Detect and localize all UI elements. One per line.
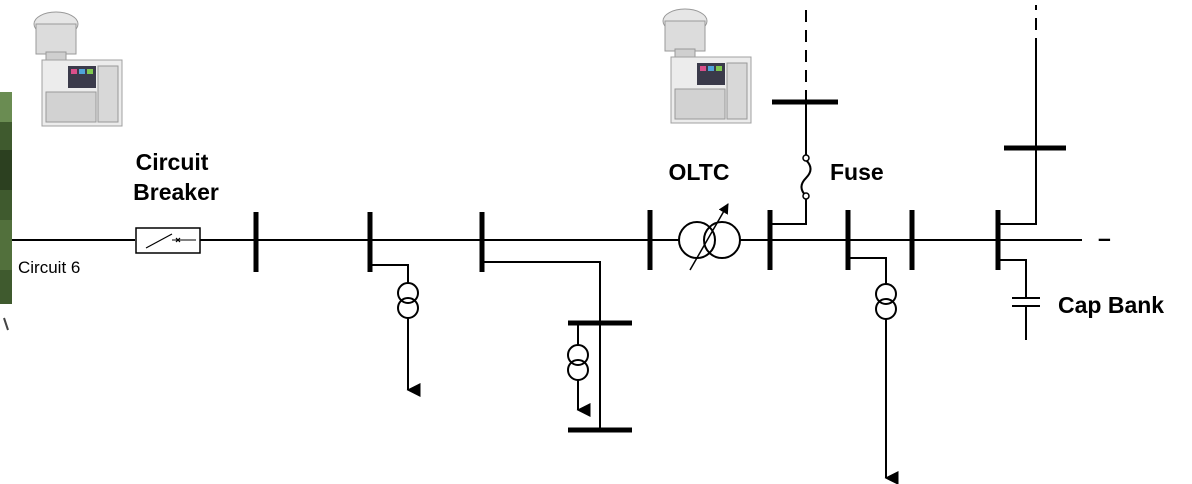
capacitor-bank-symbol [998,259,1040,340]
circuit-breaker-label-line1: Circuit [136,149,209,175]
load-transformer-2 [848,257,899,484]
circuit-breaker-label-line2: Breaker [133,179,219,205]
circuit-label: Circuit 6 [18,258,80,277]
lateral-branch [482,261,632,433]
cap-bank-label: Cap Bank [1058,292,1164,318]
continuation-dash: – [1098,225,1111,251]
substation-photo [0,92,12,331]
oltc-label: OLTC [669,159,730,185]
load-transformer-1 [370,264,421,397]
monitoring-device-oltc-icon [662,8,752,124]
upper-branch [998,5,1066,225]
monitoring-device-left-icon [33,11,123,127]
circuit-breaker-symbol [135,227,201,254]
oltc-transformer-symbol [678,203,741,271]
fuse-label: Fuse [830,159,884,185]
fuse-branch [770,5,838,225]
